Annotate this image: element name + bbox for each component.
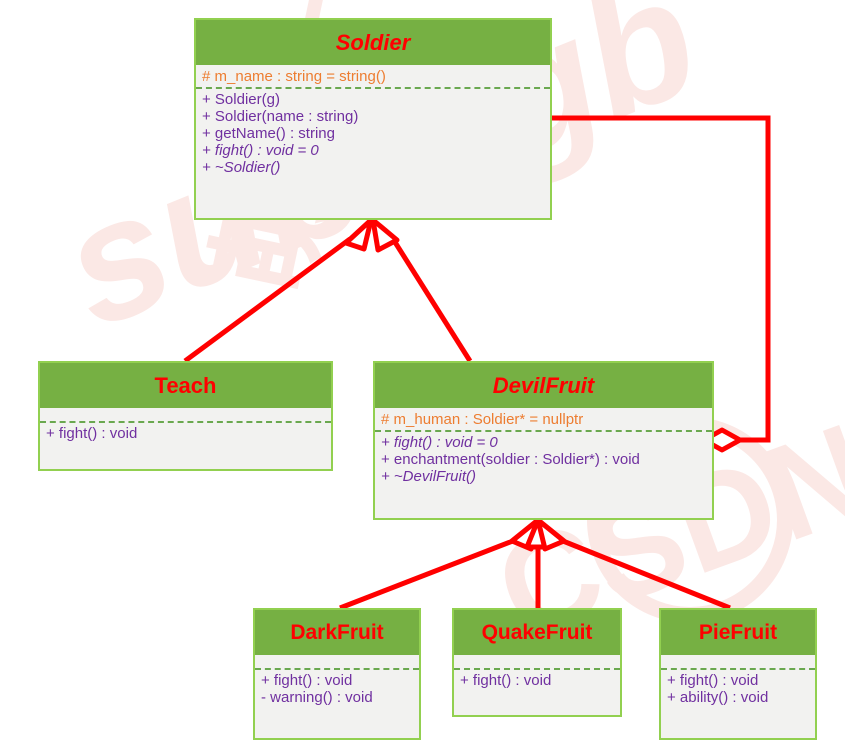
- operation-line: + getName() : string: [202, 125, 335, 142]
- attributes-compartment-teach: [40, 408, 331, 423]
- operation-line: + ~Soldier(): [202, 159, 281, 176]
- operation-line: + fight() : void: [46, 425, 138, 442]
- uml-class-darkfruit[interactable]: DarkFruit + fight() : void- warning() : v…: [253, 608, 421, 740]
- operations-compartment-darkfruit: + fight() : void- warning() : void: [255, 670, 419, 710]
- operations-compartment-quakefruit: + fight() : void: [454, 670, 620, 693]
- class-name-darkfruit: DarkFruit: [255, 610, 419, 655]
- relation-teach-to-soldier: [183, 217, 374, 364]
- uml-class-soldier[interactable]: Soldier # m_name : string = string() + Sol…: [194, 18, 552, 220]
- class-name-piefruit: PieFruit: [661, 610, 815, 655]
- uml-class-devilfruit[interactable]: DevilFruit # m_human : Soldier* = nullptr…: [373, 361, 714, 520]
- operation-line: + ability() : void: [667, 689, 769, 706]
- attributes-compartment-soldier: # m_name : string = string(): [196, 65, 550, 89]
- operation-line: + fight() : void: [460, 672, 552, 689]
- attributes-compartment-quakefruit: [454, 655, 620, 670]
- operation-line: + fight() : void = 0: [381, 434, 498, 451]
- operations-compartment-devilfruit: + fight() : void = 0+ enchantment(soldie…: [375, 432, 712, 489]
- attribute-line: # m_human : Soldier* = nullptr: [381, 411, 584, 428]
- operation-line: + ~DevilFruit(): [381, 468, 477, 485]
- operation-line: + Soldier(g): [202, 91, 280, 108]
- attributes-compartment-devilfruit: # m_human : Soldier* = nullptr: [375, 408, 712, 432]
- relation-piefruit-to-devilfruit: [535, 517, 731, 611]
- operation-line: + fight() : void: [261, 672, 353, 689]
- operations-compartment-teach: + fight() : void: [40, 423, 331, 446]
- uml-class-piefruit[interactable]: PieFruit + fight() : void+ ability() : vo…: [659, 608, 817, 740]
- attributes-compartment-piefruit: [661, 655, 815, 670]
- operation-line: + Soldier(name : string): [202, 108, 359, 125]
- relation-devilfruit-to-soldier: [370, 217, 473, 363]
- operations-compartment-piefruit: + fight() : void+ ability() : void: [661, 670, 815, 710]
- class-name-quakefruit: QuakeFruit: [454, 610, 620, 655]
- uml-class-quakefruit[interactable]: QuakeFruit + fight() : void: [452, 608, 622, 717]
- uml-class-teach[interactable]: Teach + fight() : void: [38, 361, 333, 471]
- operations-compartment-soldier: + Soldier(g)+ Soldier(name : string)+ ge…: [196, 89, 550, 180]
- class-name-devilfruit: DevilFruit: [375, 363, 712, 408]
- attributes-compartment-darkfruit: [255, 655, 419, 670]
- relation-darkfruit-to-devilfruit: [339, 517, 541, 611]
- operation-line: + fight() : void = 0: [202, 142, 319, 159]
- operation-line: + enchantment(soldier : Soldier*) : void: [381, 451, 640, 468]
- operation-line: - warning() : void: [261, 689, 373, 706]
- attribute-line: # m_name : string = string(): [202, 68, 386, 85]
- class-name-teach: Teach: [40, 363, 331, 408]
- class-name-soldier: Soldier: [196, 20, 550, 65]
- operation-line: + fight() : void: [667, 672, 759, 689]
